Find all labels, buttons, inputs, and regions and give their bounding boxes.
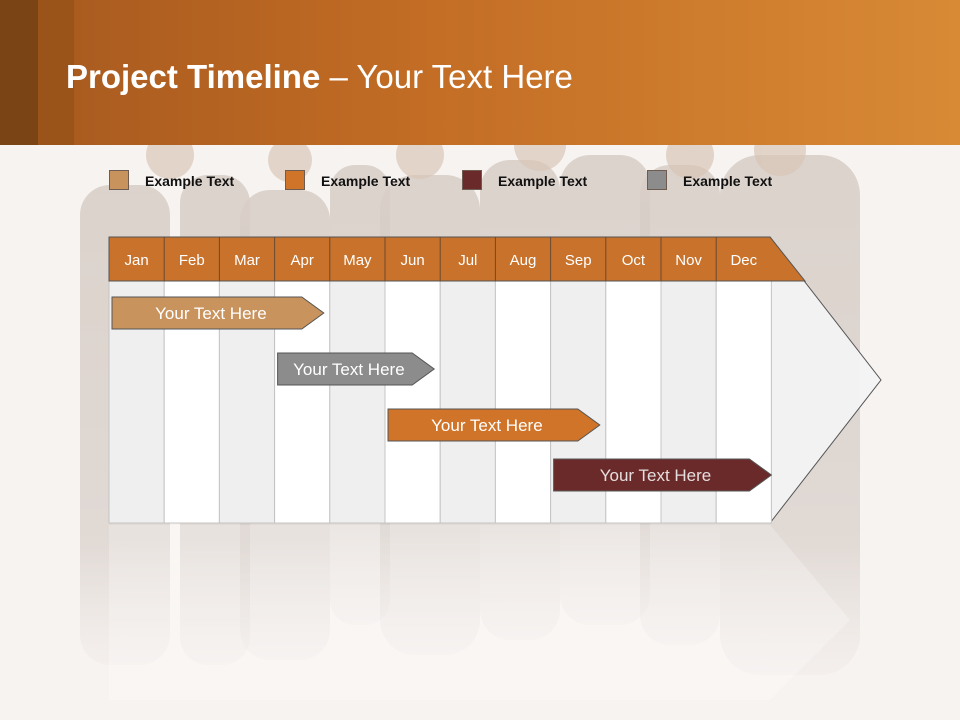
month-label: Oct xyxy=(622,252,646,269)
timeline-reflection xyxy=(109,525,850,700)
task-bar: Your Text Here xyxy=(111,296,325,330)
month-label: Sep xyxy=(565,252,592,269)
task-label: Your Text Here xyxy=(293,360,405,379)
month-label: Jul xyxy=(458,252,477,269)
month-label: May xyxy=(343,252,372,269)
title-bold: Project Timeline xyxy=(66,58,321,95)
header-accent-strip xyxy=(0,0,38,145)
legend-swatch xyxy=(109,170,129,190)
task-label: Your Text Here xyxy=(155,304,267,323)
task-label: Your Text Here xyxy=(431,416,543,435)
legend-label: Example Text xyxy=(683,173,773,189)
month-label: Jan xyxy=(125,252,149,269)
task-arrow xyxy=(277,352,436,386)
title-bar: Project Timeline – Your Text Here xyxy=(0,0,960,145)
legend-swatch xyxy=(462,170,482,190)
month-label: Aug xyxy=(510,252,537,269)
month-label: Jun xyxy=(401,252,425,269)
task-arrow xyxy=(111,296,325,330)
month-label: Feb xyxy=(179,252,205,269)
legend-label: Example Text xyxy=(498,173,588,189)
month-column xyxy=(494,280,552,524)
slide-title: Project Timeline – Your Text Here xyxy=(66,58,573,96)
month-column xyxy=(384,280,441,524)
task-arrow xyxy=(553,458,773,492)
task-label: Your Text Here xyxy=(600,466,712,485)
month-header-bar xyxy=(108,236,807,282)
month-column xyxy=(329,280,386,524)
task-bar: Your Text Here xyxy=(387,408,601,442)
task-bar: Your Text Here xyxy=(277,352,436,386)
legend-label: Example Text xyxy=(321,173,411,189)
task-bar: Your Text Here xyxy=(553,458,773,492)
month-label: Nov xyxy=(675,252,702,269)
month-label: Dec xyxy=(730,252,757,269)
task-arrow xyxy=(387,408,601,442)
legend-swatch xyxy=(285,170,305,190)
title-rest: – Your Text Here xyxy=(320,58,573,95)
legend-label: Example Text xyxy=(145,173,235,189)
legend-swatch xyxy=(647,170,667,190)
header-accent-strip xyxy=(38,0,74,145)
month-label: Apr xyxy=(291,252,314,269)
month-column xyxy=(439,280,496,524)
month-label: Mar xyxy=(234,252,260,269)
